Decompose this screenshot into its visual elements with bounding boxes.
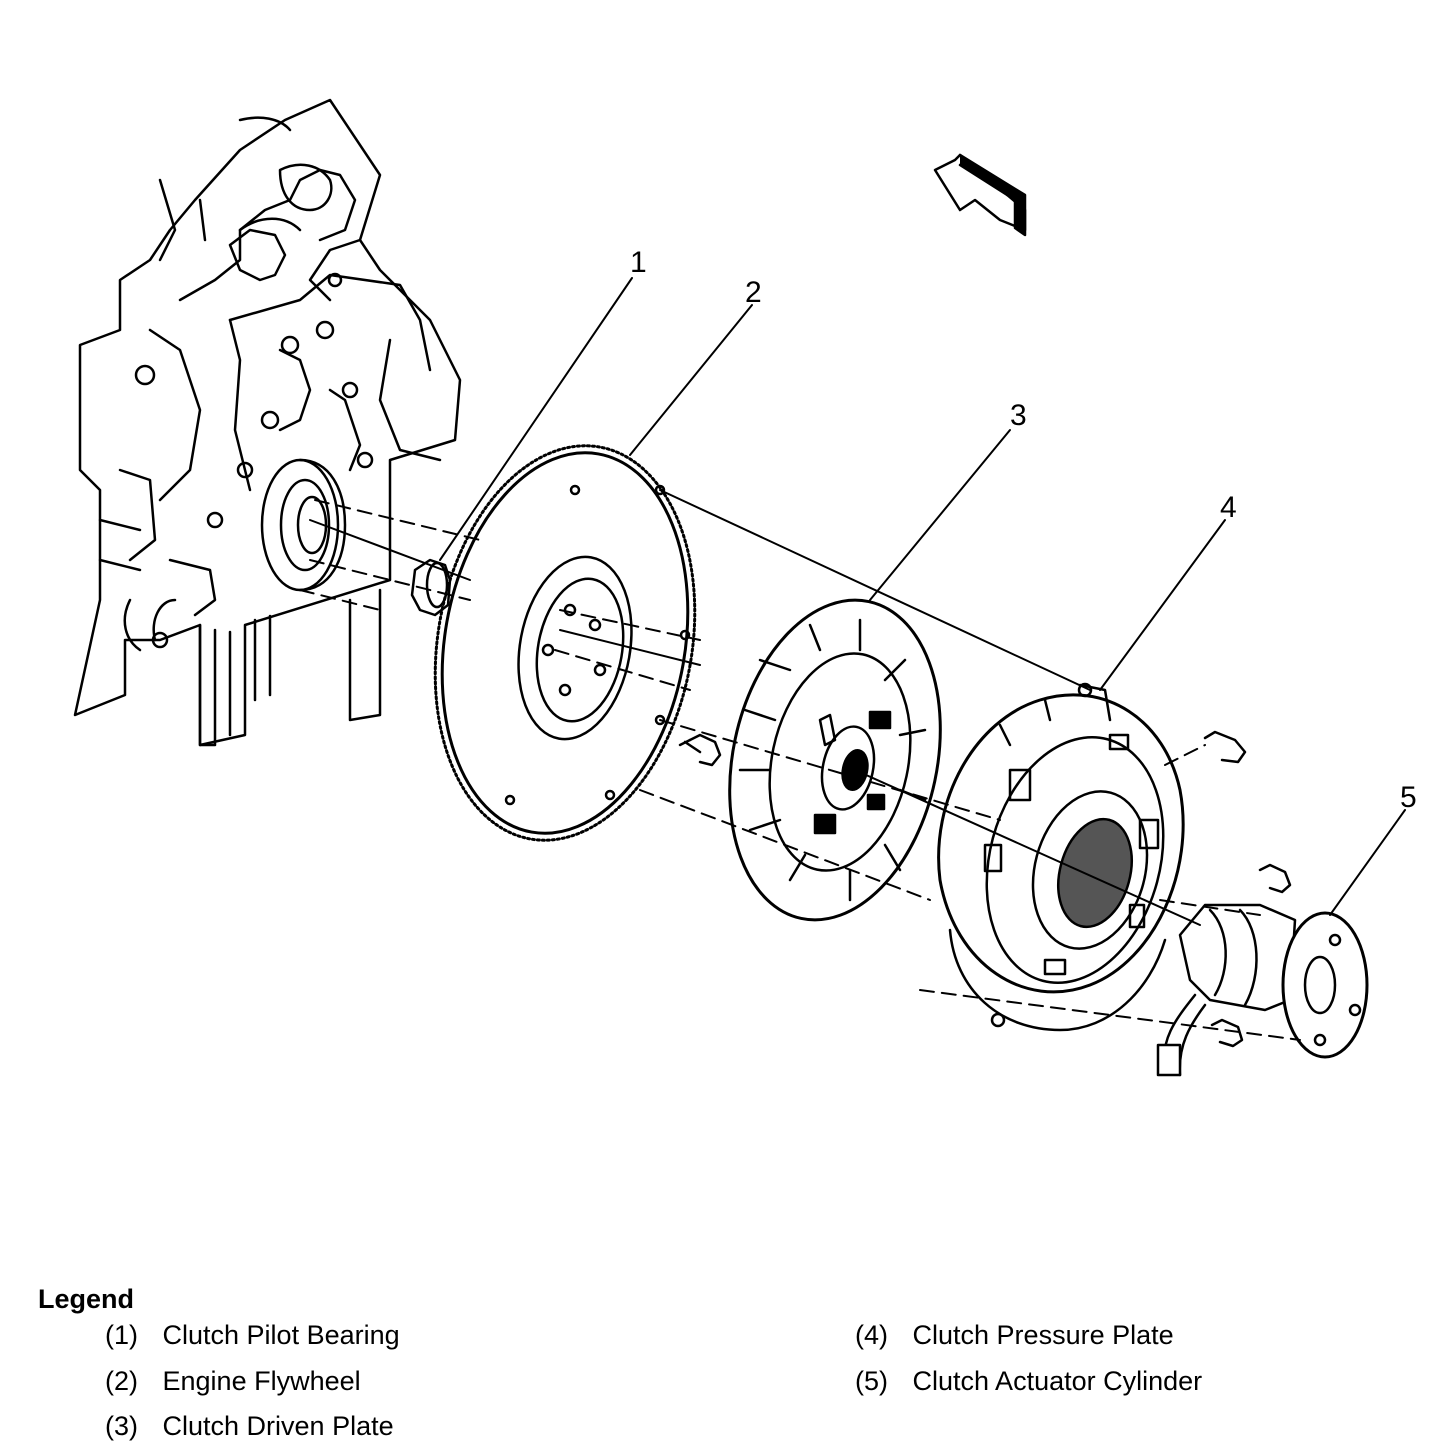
legend-item-number: (3) [105,1411,138,1441]
legend-item-number: (2) [105,1366,138,1396]
callout-3: 3 [1010,399,1027,432]
legend-item-label: Engine Flywheel [162,1366,361,1396]
legend-item-label: Clutch Driven Plate [162,1411,394,1441]
legend-item-number: (5) [855,1366,888,1396]
callout-4: 4 [1220,491,1237,524]
legend-item-3: (3) Clutch Driven Plate [105,1411,394,1442]
engine-block [73,98,462,747]
direction-arrow-icon [933,153,1027,237]
legend-item-label: Clutch Actuator Cylinder [912,1366,1203,1396]
legend-item-label: Clutch Pilot Bearing [162,1320,400,1350]
legend-item-1: (1) Clutch Pilot Bearing [105,1320,400,1351]
flywheel-bolt [678,733,722,767]
clutch-exploded-diagram: 1 2 3 4 5 [73,98,1417,1077]
legend-title: Legend [38,1284,135,1314]
callout-1: 1 [630,246,647,279]
legend-item-5: (5) Clutch Actuator Cylinder [855,1366,1202,1397]
pressure-plate-bolt [1203,730,1247,764]
legend-item-number: (4) [855,1320,888,1350]
clutch-pressure-plate [937,682,1185,1032]
actuator-bolt [1210,863,1292,1048]
legend-item-number: (1) [105,1320,138,1350]
callout-5: 5 [1400,781,1417,814]
clutch-actuator-cylinder [1156,903,1369,1077]
leader-lines [439,277,1406,916]
callout-2: 2 [745,276,762,309]
legend-item-label: Clutch Pressure Plate [912,1320,1174,1350]
legend-item-4: (4) Clutch Pressure Plate [855,1320,1174,1351]
legend-item-2: (2) Engine Flywheel [105,1366,361,1397]
engine-flywheel [433,444,697,842]
alignment-lines [299,499,1301,1041]
axis-lines [309,489,1201,926]
clutch-driven-plate [728,598,942,922]
